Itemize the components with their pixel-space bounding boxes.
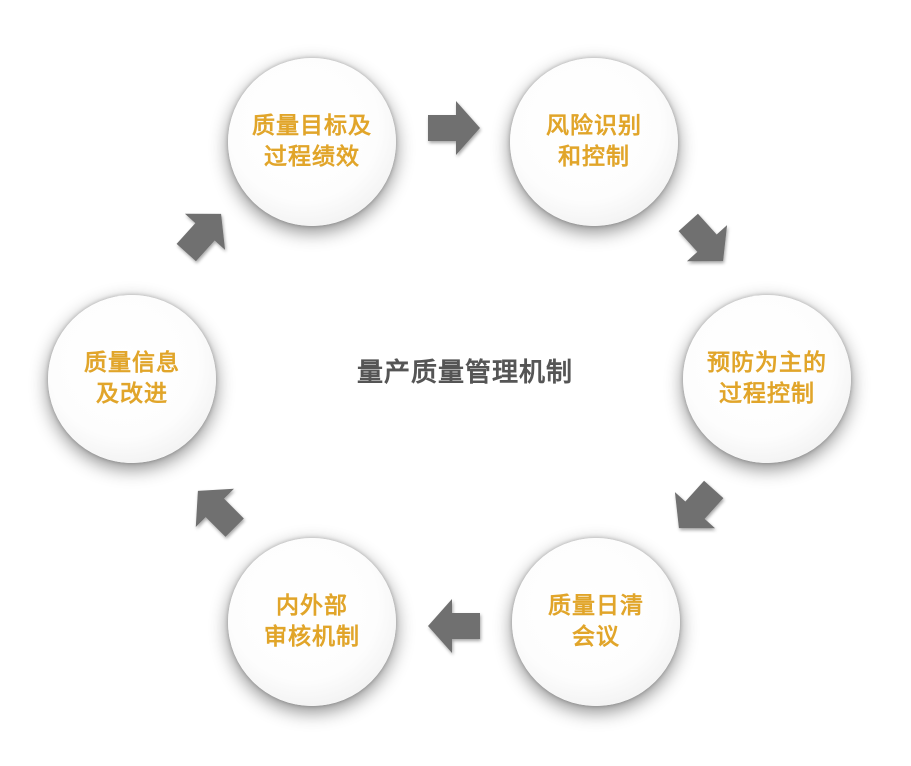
node-label: 预防为主的 过程控制 — [707, 349, 827, 407]
arrow-up-right-icon — [176, 213, 226, 262]
node-risk-control: 风险识别 和控制 — [510, 58, 678, 226]
node-label: 质量信息 及改进 — [84, 349, 180, 407]
diagram-title: 量产质量管理机制 — [356, 358, 573, 388]
node-quality-info: 质量信息 及改进 — [48, 295, 216, 463]
node-prevention: 预防为主的 过程控制 — [683, 295, 851, 463]
arrow-down-right-icon — [678, 213, 728, 262]
node-label: 内外部 审核机制 — [264, 592, 360, 650]
arrow-left-icon — [428, 599, 480, 653]
node-label: 质量日清 会议 — [548, 592, 644, 650]
node-label: 质量目标及 过程绩效 — [252, 112, 372, 170]
node-audit: 内外部 审核机制 — [228, 538, 396, 706]
arrow-up-left-icon — [195, 488, 244, 537]
node-quality-goals: 质量目标及 过程绩效 — [228, 58, 396, 226]
arrow-right-icon — [428, 101, 480, 155]
arrow-down-left-icon — [674, 480, 724, 529]
node-label: 风险识别 和控制 — [546, 112, 642, 170]
node-daily-meeting: 质量日清 会议 — [512, 538, 680, 706]
